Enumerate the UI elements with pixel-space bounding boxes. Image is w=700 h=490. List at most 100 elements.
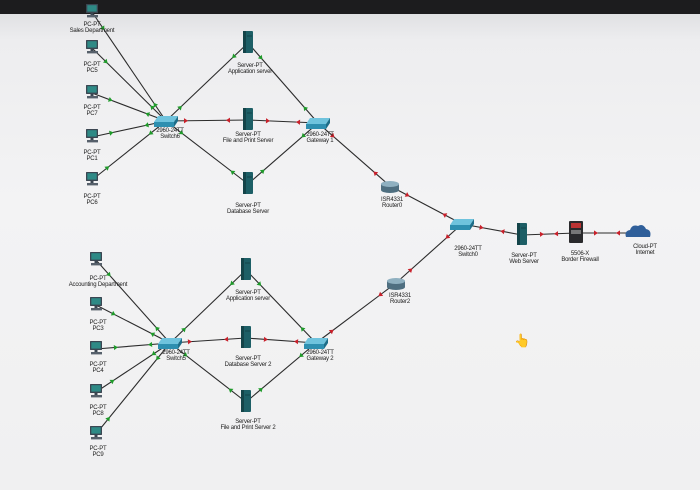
pc-icon-pc_accounting[interactable]	[90, 252, 102, 266]
link-switch6-file_server[interactable]	[165, 117, 249, 124]
link-up-indicator	[303, 106, 309, 112]
link-pc8-switch5[interactable]	[95, 342, 171, 393]
link-switch5-db_server2[interactable]	[169, 336, 247, 345]
window-top-bar	[0, 0, 700, 14]
link-up-indicator	[145, 112, 151, 118]
device-type-label: ISR4331	[381, 197, 403, 203]
link-down-indicator	[479, 224, 484, 230]
link-pc4-switch5[interactable]	[95, 341, 171, 351]
server-icon-app_server2[interactable]	[241, 258, 251, 280]
pc-icon-pc3[interactable]	[90, 297, 102, 311]
firewall-icon-firewall[interactable]	[569, 221, 583, 243]
link-switch6-db_server[interactable]	[165, 120, 249, 185]
device-name-label: PC9	[92, 452, 104, 458]
link-down-indicator	[404, 192, 410, 197]
switch-icon-switch0[interactable]	[450, 219, 474, 230]
link-up-indicator	[104, 166, 110, 171]
server-icon-web_server[interactable]	[517, 223, 527, 245]
link-down-indicator	[329, 132, 335, 138]
link-pc_sales-switch6[interactable]	[91, 11, 167, 122]
link-web_server-firewall[interactable]	[521, 231, 577, 237]
pc-icon-pc6[interactable]	[86, 172, 98, 186]
router-icon-router2[interactable]	[387, 278, 405, 290]
link-up-indicator	[113, 344, 118, 351]
switch-icon-switch5[interactable]	[158, 338, 182, 349]
link-router2-gateway2[interactable]	[315, 282, 397, 344]
link-down-indicator	[373, 171, 379, 177]
server-icon-db_server2[interactable]	[241, 326, 251, 348]
device-type-label: Server-PT	[235, 290, 261, 296]
device-type-label: 2960-24TT	[156, 128, 184, 134]
link-pc6-switch6[interactable]	[91, 120, 167, 181]
pc-icon-pc5[interactable]	[86, 40, 98, 54]
device-name-label: Accounting Department	[68, 282, 128, 288]
router-icon-router0[interactable]	[381, 181, 399, 193]
link-down-indicator	[445, 234, 451, 239]
link-app_server2-gateway2[interactable]	[245, 269, 317, 344]
server-icon-db_server[interactable]	[243, 172, 253, 194]
device-name-label: Router2	[390, 299, 410, 305]
device-type-label: 2960-24TT	[454, 246, 482, 252]
link-db_server2-gateway2[interactable]	[245, 336, 317, 345]
link-pc_accounting-switch5[interactable]	[95, 259, 171, 344]
device-type-label: Server-PT	[237, 63, 263, 69]
link-pc7-switch6[interactable]	[91, 92, 167, 122]
pc-icon-pc4[interactable]	[90, 341, 102, 355]
link-pc9-switch5[interactable]	[95, 342, 171, 435]
switch-icon-switch6[interactable]	[154, 116, 178, 127]
link-pc3-switch5[interactable]	[95, 304, 171, 344]
link-up-indicator	[301, 132, 307, 138]
link-switch0-router2[interactable]	[395, 223, 463, 284]
link-down-indicator	[539, 231, 544, 237]
cloud-icon-internet[interactable]	[625, 225, 651, 237]
pc-icon-pc9[interactable]	[90, 426, 102, 440]
device-type-label: ISR4331	[389, 293, 411, 299]
link-db_server-gateway1[interactable]	[247, 122, 319, 185]
link-up-indicator	[99, 25, 105, 31]
link-switch5-file_server2[interactable]	[169, 342, 247, 403]
device-type-label: 5506-X	[570, 251, 590, 257]
device-name-label: Web Server	[509, 259, 539, 265]
link-switch6-app_server[interactable]	[165, 42, 249, 122]
link-gateway1-router0[interactable]	[317, 122, 391, 187]
link-up-indicator	[102, 58, 108, 64]
device-name-label: PC6	[86, 200, 98, 206]
link-switch5-app_server2[interactable]	[169, 269, 247, 344]
device-type-label: PC-PT	[83, 194, 101, 200]
link-file_server-gateway1[interactable]	[247, 118, 319, 125]
switch-icon-gateway1[interactable]	[306, 118, 330, 129]
pc-icon-pc8[interactable]	[90, 384, 102, 398]
link-pc1-switch6[interactable]	[91, 120, 167, 138]
pc-icon-pc_sales[interactable]	[86, 4, 98, 18]
device-name-label: File and Print Server 2	[220, 425, 276, 431]
server-icon-file_server[interactable]	[243, 108, 253, 130]
device-name-label: Application server	[225, 296, 271, 302]
server-icon-file_server2[interactable]	[241, 390, 251, 412]
link-app_server-gateway1[interactable]	[247, 42, 319, 124]
device-type-label: PC-PT	[89, 276, 107, 282]
link-up-indicator	[156, 355, 161, 361]
device-name-label: Database Server	[226, 209, 270, 215]
link-file_server2-gateway2[interactable]	[245, 342, 317, 403]
device-name-label: Database Server 2	[224, 362, 272, 368]
link-pc5-switch6[interactable]	[91, 47, 167, 122]
switch-icon-gateway2[interactable]	[304, 338, 328, 349]
link-router0-switch0[interactable]	[389, 185, 463, 225]
link-up-indicator	[148, 130, 154, 135]
server-icon-app_server[interactable]	[243, 31, 253, 53]
pc-icon-pc1[interactable]	[86, 129, 98, 143]
device-name-label: Application server	[227, 69, 273, 75]
device-type-label: 2960-24TT	[306, 350, 334, 356]
pc-icon-pc7[interactable]	[86, 85, 98, 99]
link-up-indicator	[256, 281, 262, 286]
device-type-label: Server-PT	[511, 253, 537, 259]
device-type-label: Server-PT	[235, 419, 261, 425]
